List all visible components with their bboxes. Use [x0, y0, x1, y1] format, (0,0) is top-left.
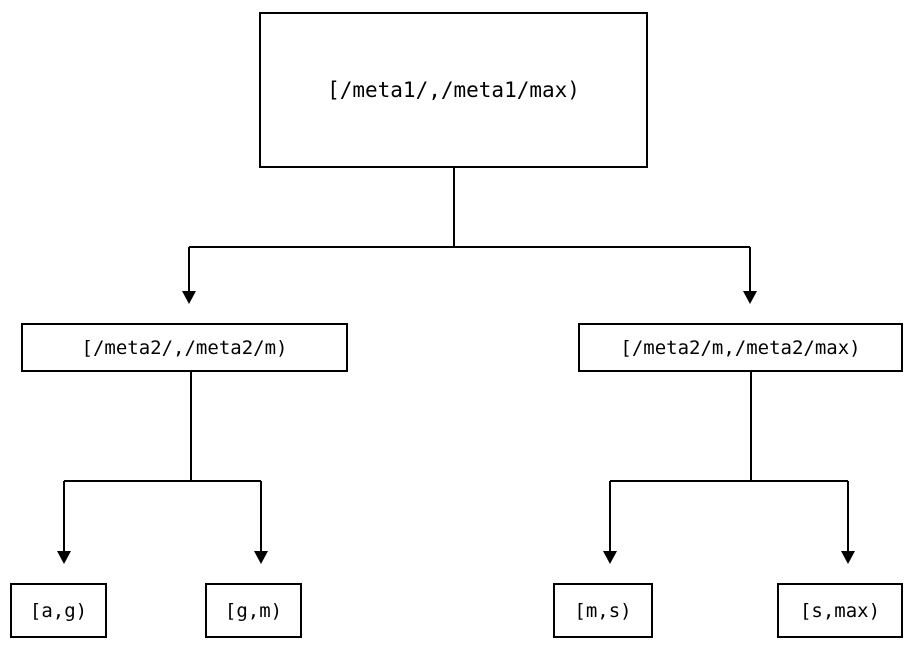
node-leaf-3-label: [m,s)	[574, 599, 632, 622]
arrowhead-root-to-mid-right	[743, 291, 757, 304]
arrowhead-mid-left-to-leaf-1	[57, 551, 71, 564]
node-mid-right-label: [/meta2/m,/meta2/max)	[620, 336, 861, 359]
node-mid-right[interactable]: [/meta2/m,/meta2/max)	[578, 323, 903, 372]
node-leaf-1[interactable]: [a,g)	[10, 583, 107, 638]
node-leaf-4[interactable]: [s,max)	[777, 583, 903, 638]
arrowhead-mid-right-to-leaf-3	[603, 551, 617, 564]
arrowhead-root-to-mid-left	[182, 291, 196, 304]
arrowhead-mid-right-to-leaf-4	[841, 551, 855, 564]
node-leaf-3[interactable]: [m,s)	[553, 583, 653, 638]
node-root[interactable]: [/meta1/,/meta1/max)	[259, 12, 648, 168]
node-mid-left[interactable]: [/meta2/,/meta2/m)	[21, 323, 348, 372]
node-leaf-2-label: [g,m)	[224, 599, 283, 622]
node-leaf-1-label: [a,g)	[29, 599, 88, 622]
node-leaf-4-label: [s,max)	[799, 599, 881, 622]
node-leaf-2[interactable]: [g,m)	[205, 583, 302, 638]
node-mid-left-label: [/meta2/,/meta2/m)	[81, 336, 288, 359]
arrowhead-mid-left-to-leaf-2	[254, 551, 268, 564]
node-root-label: [/meta1/,/meta1/max)	[327, 78, 580, 102]
